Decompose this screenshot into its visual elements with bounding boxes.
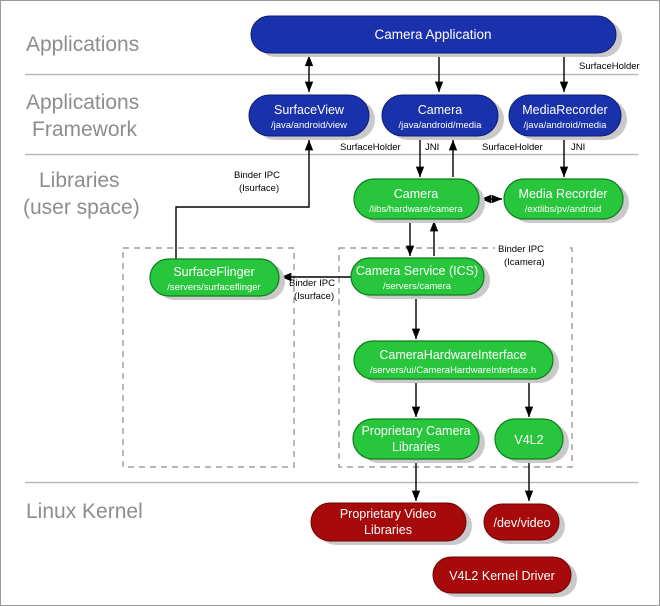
edge-label-surfaceholder-app: SurfaceHolder — [579, 61, 640, 72]
node-v4l2[interactable]: V4L2 — [494, 418, 569, 463]
edge-label-binder-icamera-line1: Binder IPC — [498, 244, 544, 255]
node-surfaceview-subtitle: /java/android/view — [271, 120, 347, 131]
edge-label-binder-icamera-line2: (Icamera) — [504, 257, 545, 268]
edge-label-binder-isurface-top-line1: Binder IPC — [234, 170, 280, 181]
node-surfaceflinger-subtitle: /servers/surfaceflinger — [167, 282, 260, 293]
node-proprietary-camera-libraries[interactable]: Proprietary Camera Libraries — [352, 418, 485, 463]
node-media-recorder-native[interactable]: Media Recorder /extlibs/pv/android — [503, 178, 629, 223]
layer-label-libraries-line2: (user space) — [23, 196, 140, 219]
node-camera-hardware-interface-subtitle: /servers/ui/CameraHardwareInterface.h — [370, 365, 536, 376]
node-camera-service-title: Camera Service (ICS) — [356, 264, 478, 278]
node-media-recorder-native-subtitle: /extlibs/pv/android — [525, 204, 602, 215]
edge-label-binder-isurface-mid-line1: Binder IPC — [289, 278, 335, 289]
layer-label-applications-framework-line2: Framework — [32, 118, 138, 141]
node-camera-application[interactable]: Camera Application — [250, 15, 622, 57]
node-proprietary-camera-libraries-title-line1: Proprietary Camera — [361, 424, 470, 438]
node-proprietary-video-libraries[interactable]: Proprietary Video Libraries — [310, 502, 472, 545]
node-camera-hardware-interface[interactable]: CameraHardwareInterface /servers/ui/Came… — [353, 340, 559, 383]
node-mediarecorder-java-title: MediaRecorder — [522, 103, 607, 117]
node-camera-application-title: Camera Application — [374, 27, 491, 42]
node-camera-java-subtitle: /java/android/media — [399, 120, 483, 131]
edge-label-binder-isurface-mid-line2: (Isurface) — [294, 291, 334, 302]
node-camera-native-title: Camera — [394, 187, 439, 201]
node-v4l2-title: V4L2 — [514, 433, 543, 447]
node-surfaceflinger-title: SurfaceFlinger — [173, 265, 254, 279]
edge-label-jni-mediarecorder: JNI — [571, 142, 585, 153]
node-surfaceflinger[interactable]: SurfaceFlinger /servers/surfaceflinger — [149, 258, 285, 300]
node-dev-video-title: /dev/video — [494, 516, 551, 530]
edge-label-surfaceholder-camera-java: SurfaceHolder — [340, 142, 401, 153]
node-mediarecorder-java-subtitle: /java/android/media — [524, 120, 608, 131]
layer-label-libraries-line1: Libraries — [39, 169, 120, 192]
node-camera-native-subtitle: /libs/hardware/camera — [369, 204, 463, 215]
group-surfaceflinger-process — [122, 247, 295, 468]
node-proprietary-camera-libraries-title-line2: Libraries — [392, 440, 440, 454]
edge-label-jni-camera: JNI — [425, 142, 439, 153]
node-camera-service-subtitle: /servers/camera — [383, 281, 452, 292]
node-camera-native[interactable]: Camera /libs/hardware/camera — [353, 178, 485, 223]
layer-label-applications: Applications — [26, 33, 139, 56]
node-camera-service[interactable]: Camera Service (ICS) /servers/camera — [350, 257, 490, 299]
edge-label-surfaceholder-mediarecorder: SurfaceHolder — [482, 142, 543, 153]
group-camera-service-process — [338, 247, 573, 468]
node-camera-java[interactable]: Camera /java/android/media — [381, 94, 504, 140]
node-media-recorder-native-title: Media Recorder — [519, 187, 608, 201]
node-v4l2-kernel-driver-title: V4L2 Kernel Driver — [449, 569, 555, 583]
node-mediarecorder-java[interactable]: MediaRecorder /java/android/media — [508, 94, 627, 140]
node-proprietary-video-libraries-title-line1: Proprietary Video — [340, 507, 436, 521]
node-dev-video[interactable]: /dev/video — [483, 503, 565, 544]
node-camera-hardware-interface-title: CameraHardwareInterface — [379, 348, 526, 362]
layer-label-applications-framework-line1: Applications — [26, 91, 139, 114]
label-backdrop-icamera — [495, 242, 567, 254]
node-surfaceview[interactable]: SurfaceView /java/android/view — [248, 94, 375, 140]
edge-binder-isurface-surfaceview — [175, 139, 314, 261]
node-v4l2-kernel-driver[interactable]: V4L2 Kernel Driver — [432, 556, 577, 597]
node-camera-java-title: Camera — [418, 103, 463, 117]
node-proprietary-video-libraries-title-line2: Libraries — [364, 523, 412, 537]
edge-label-binder-isurface-top-line2: (Isurface) — [239, 183, 279, 194]
node-surfaceview-title: SurfaceView — [274, 103, 345, 117]
layer-label-linux-kernel: Linux Kernel — [26, 500, 143, 523]
